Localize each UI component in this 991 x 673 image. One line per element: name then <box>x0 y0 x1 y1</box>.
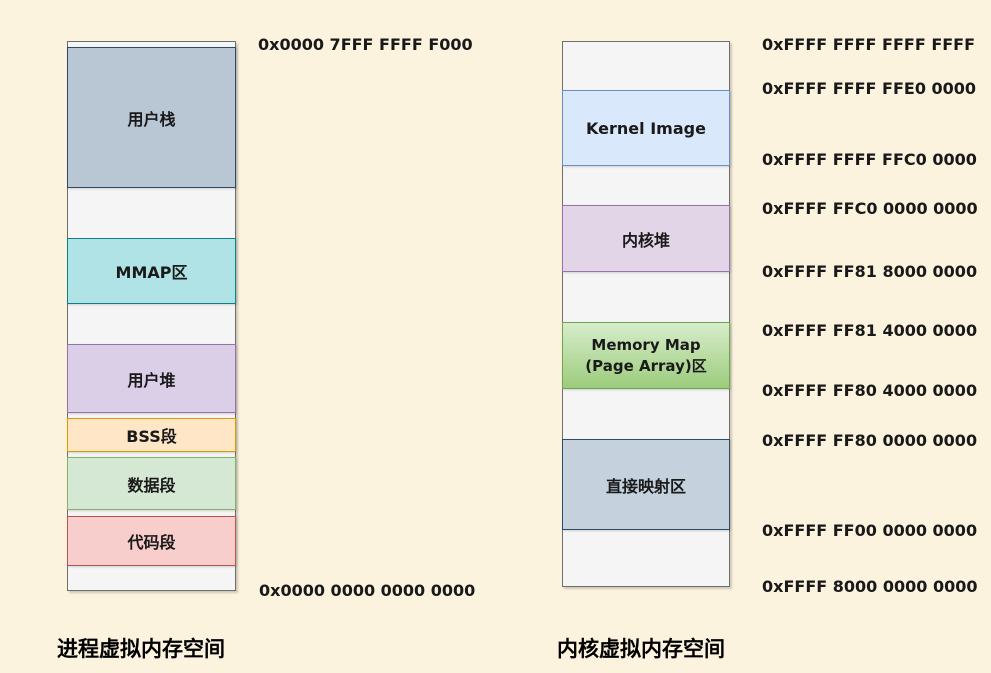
segment-bss: BSS段 <box>67 418 236 452</box>
segment-kernel-image: Kernel Image <box>562 90 730 166</box>
process-top-address: 0x0000 7FFF FFFF F000 <box>258 35 473 54</box>
segment-data-label: 数据段 <box>127 475 176 495</box>
segment-direct-mapping: 直接映射区 <box>562 439 730 530</box>
segment-code: 代码段 <box>67 516 236 566</box>
segment-code-label: 代码段 <box>127 533 176 552</box>
segment-bss-label: BSS段 <box>126 427 177 446</box>
segment-memory-map-label-line1: Memory Map <box>591 336 701 355</box>
kernel-address-8: 0xFFFF FF00 0000 0000 <box>762 521 978 540</box>
segment-user-stack-label: 用户栈 <box>127 109 176 129</box>
kernel-address-2: 0xFFFF FFFF FFC0 0000 <box>762 150 977 169</box>
segment-mmap: MMAP区 <box>67 238 236 304</box>
kernel-address-3: 0xFFFF FFC0 0000 0000 <box>762 199 978 218</box>
kernel-address-9: 0xFFFF 8000 0000 0000 <box>762 577 978 596</box>
process-bottom-address: 0x0000 0000 0000 0000 <box>259 581 476 600</box>
segment-kernel-heap-label: 内核堆 <box>621 230 670 250</box>
process-memory-column: 用户栈 MMAP区 用户堆 BSS段 数据段 代码段 <box>67 41 236 591</box>
segment-memory-map: Memory Map (Page Array)区 <box>562 322 730 389</box>
segment-data: 数据段 <box>67 457 236 510</box>
segment-user-heap-label: 用户堆 <box>127 370 176 390</box>
segment-direct-mapping-label: 直接映射区 <box>605 476 686 496</box>
kernel-address-6: 0xFFFF FF80 4000 0000 <box>762 381 978 400</box>
segment-user-stack: 用户栈 <box>67 47 236 188</box>
kernel-address-1: 0xFFFF FFFF FFE0 0000 <box>762 79 977 98</box>
process-space-title: 进程虚拟内存空间 <box>57 637 225 661</box>
kernel-space-title: 内核虚拟内存空间 <box>557 637 725 661</box>
segment-kernel-image-label: Kernel Image <box>586 118 706 138</box>
segment-memory-map-label-line2: (Page Array)区 <box>585 356 707 375</box>
segment-user-heap: 用户堆 <box>67 344 236 413</box>
kernel-address-5: 0xFFFF FF81 4000 0000 <box>762 321 978 340</box>
segment-kernel-heap: 内核堆 <box>562 205 730 272</box>
kernel-address-7: 0xFFFF FF80 0000 0000 <box>762 431 978 450</box>
kernel-address-4: 0xFFFF FF81 8000 0000 <box>762 262 978 281</box>
segment-mmap-label: MMAP区 <box>115 263 188 282</box>
kernel-address-0: 0xFFFF FFFF FFFF FFFF <box>762 35 976 54</box>
kernel-memory-column: Kernel Image 内核堆 Memory Map (Page Array)… <box>562 41 730 587</box>
